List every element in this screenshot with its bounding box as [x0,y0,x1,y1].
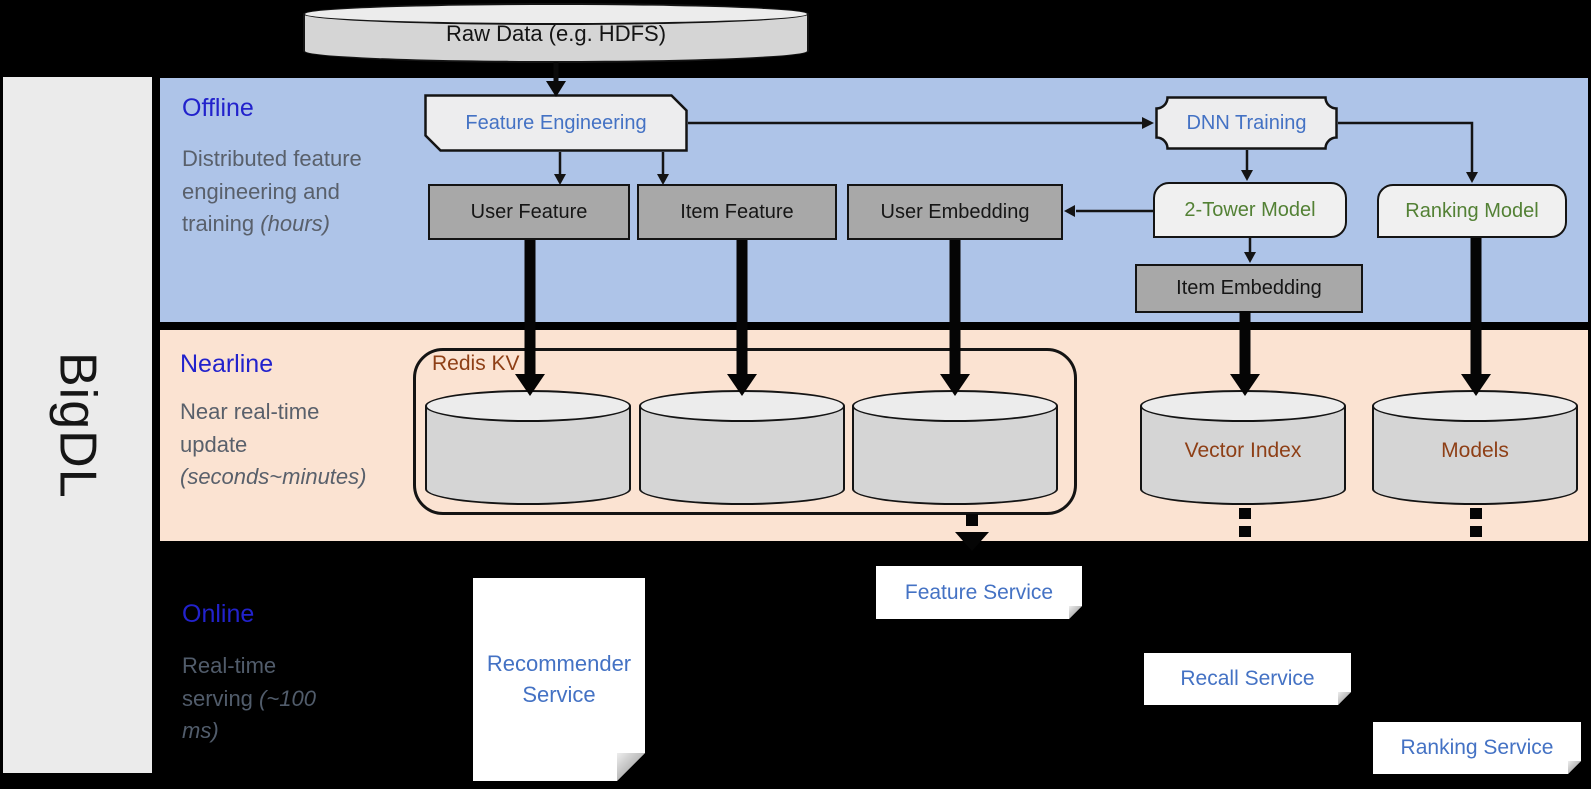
raw-data-label: Raw Data (e.g. HDFS) [445,21,667,47]
feature-engineering-label: Feature Engineering [465,111,647,134]
dnn-training-node: DNN Training [1155,96,1338,150]
item-embedding-label: Item Embedding [1176,277,1322,299]
feature-service-node: Feature Service [876,566,1082,619]
user-embedding-label: User Embedding [880,200,1030,223]
models-cylinder: Models [1372,390,1578,505]
cylinder-top-ellipse [852,390,1058,422]
offline-description-text: Distributed feature engineering and trai… [182,146,362,237]
dnn-training-label: DNN Training [1186,111,1307,134]
ranking-model-node: Ranking Model [1377,184,1567,238]
two-tower-model-node: 2-Tower Model [1153,182,1347,238]
offline-description-italic: (hours) [260,211,330,237]
ranking-service-label: Ranking Service [1400,736,1554,759]
user-feature-label: User Feature [470,200,588,223]
cylinder-body [1372,406,1578,505]
nearline-description-text: Near real-time update [180,399,320,457]
cylinder-top-ellipse [639,390,845,422]
redis-cylinder-3 [852,390,1058,505]
card-shape [424,94,688,152]
folded-corner [1069,606,1082,619]
item-feature-node: Item Feature [637,184,837,240]
online-title: Online [182,600,255,628]
cylinder-body [852,406,1058,505]
folded-corner [1568,761,1581,774]
cylinder-body [1140,406,1346,505]
models-label: Models [1441,438,1509,462]
cylinder-top-ellipse [303,3,809,25]
nearline-description-italic: (seconds~minutes) [180,464,367,490]
raw-data-cylinder: Raw Data (e.g. HDFS) [303,3,809,63]
nearline-title: Nearline [180,350,274,378]
cylinder-top-ellipse [1372,390,1578,422]
feature-service-label: Feature Service [904,580,1054,604]
item-feature-label: Item Feature [680,200,794,223]
offline-description: Distributed feature engineering and trai… [182,143,364,241]
recommender-service-document: Recommender Service [473,578,645,781]
online-description-italic: (~100 ms) [182,685,316,744]
redis-cylinder-2 [639,390,845,505]
redis-cylinder-1 [425,390,631,505]
recommender-service-label: Recommender Service [486,650,632,707]
cylinder-top-ellipse [425,390,631,422]
cylinder-body [639,406,845,505]
cylinder-body [425,406,631,505]
recall-service-node: Recall Service [1144,653,1351,705]
folded-corner [1338,692,1351,705]
vector-index-cylinder: Vector Index [1140,390,1346,505]
plaque-shape [1155,96,1338,150]
redis-kv-label: Redis KV [432,352,520,375]
nearline-description: Near real-time update (seconds~minutes) [180,396,366,494]
online-description: Real-time serving (~100 ms) [182,650,322,748]
ranking-service-node: Ranking Service [1373,722,1581,774]
ranking-model-label: Ranking Model [1405,199,1539,222]
offline-title: Offline [182,94,254,122]
cylinder-top-ellipse [1140,390,1346,422]
vector-index-label: Vector Index [1184,438,1302,462]
bigdl-label: BigDL [48,351,107,499]
user-embedding-node: User Embedding [847,184,1063,240]
online-description-text: Real-time serving [182,653,277,711]
two-tower-model-label: 2-Tower Model [1184,198,1316,221]
folded-corner [617,753,645,781]
feature-engineering-node: Feature Engineering [424,94,688,152]
bigdl-sidebar: BigDL [3,77,152,773]
user-feature-node: User Feature [428,184,630,240]
item-embedding-node: Item Embedding [1135,264,1363,313]
recall-service-label: Recall Service [1180,667,1315,690]
